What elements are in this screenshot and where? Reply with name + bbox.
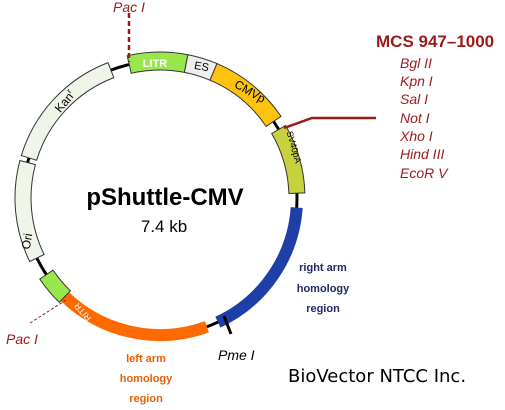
plasmid-size: 7.4 kb xyxy=(141,217,187,236)
left-homology-arm xyxy=(60,292,209,341)
left-arm-line: homology xyxy=(120,373,173,385)
mcs-enzyme-list: Bgl II Kpn I Sal I Not I Xho I Hind III … xyxy=(399,55,449,181)
mcs-enzyme: Bgl II xyxy=(400,55,432,71)
mcs-enzyme: Kpn I xyxy=(400,73,433,89)
right-arm-line: homology xyxy=(297,283,350,295)
ritr-box xyxy=(39,269,72,304)
right-arm-line: region xyxy=(306,303,340,315)
pac-left-label: Pac I xyxy=(6,331,38,347)
mcs-enzyme: Hind III xyxy=(400,146,444,162)
left-arm-line: region xyxy=(129,393,163,405)
mcs-leader-line xyxy=(283,116,376,130)
mcs-enzyme: Sal I xyxy=(400,91,428,107)
sv40pa-box xyxy=(271,124,306,195)
ori-label: Ori xyxy=(19,232,36,250)
right-arm-line: right arm xyxy=(299,262,347,274)
company-credit: BioVector NTCC Inc. xyxy=(288,366,467,387)
mcs-enzyme: EcoR V xyxy=(400,165,449,181)
es-label: ES xyxy=(193,60,210,74)
pme-tick xyxy=(222,315,233,335)
mcs-enzyme: Not I xyxy=(400,110,430,126)
plasmid-name: pShuttle-CMV xyxy=(86,184,243,211)
mcs-enzyme: Xho I xyxy=(399,128,433,144)
cmvp-box xyxy=(209,62,282,128)
right-homology-arm xyxy=(215,207,303,328)
mcs-title: MCS 947–1000 xyxy=(376,32,494,51)
pac-top-label: Pac I xyxy=(113,0,145,15)
kan-box xyxy=(20,61,115,161)
ori-box xyxy=(14,159,45,263)
pac-left-line xyxy=(29,299,67,324)
right-arm-label: right arm homology region xyxy=(297,262,350,315)
left-arm-line: left arm xyxy=(126,353,166,365)
litr-label: LITR xyxy=(143,58,167,70)
left-arm-label: left arm homology region xyxy=(120,353,173,405)
pme-label: Pme I xyxy=(218,347,255,363)
